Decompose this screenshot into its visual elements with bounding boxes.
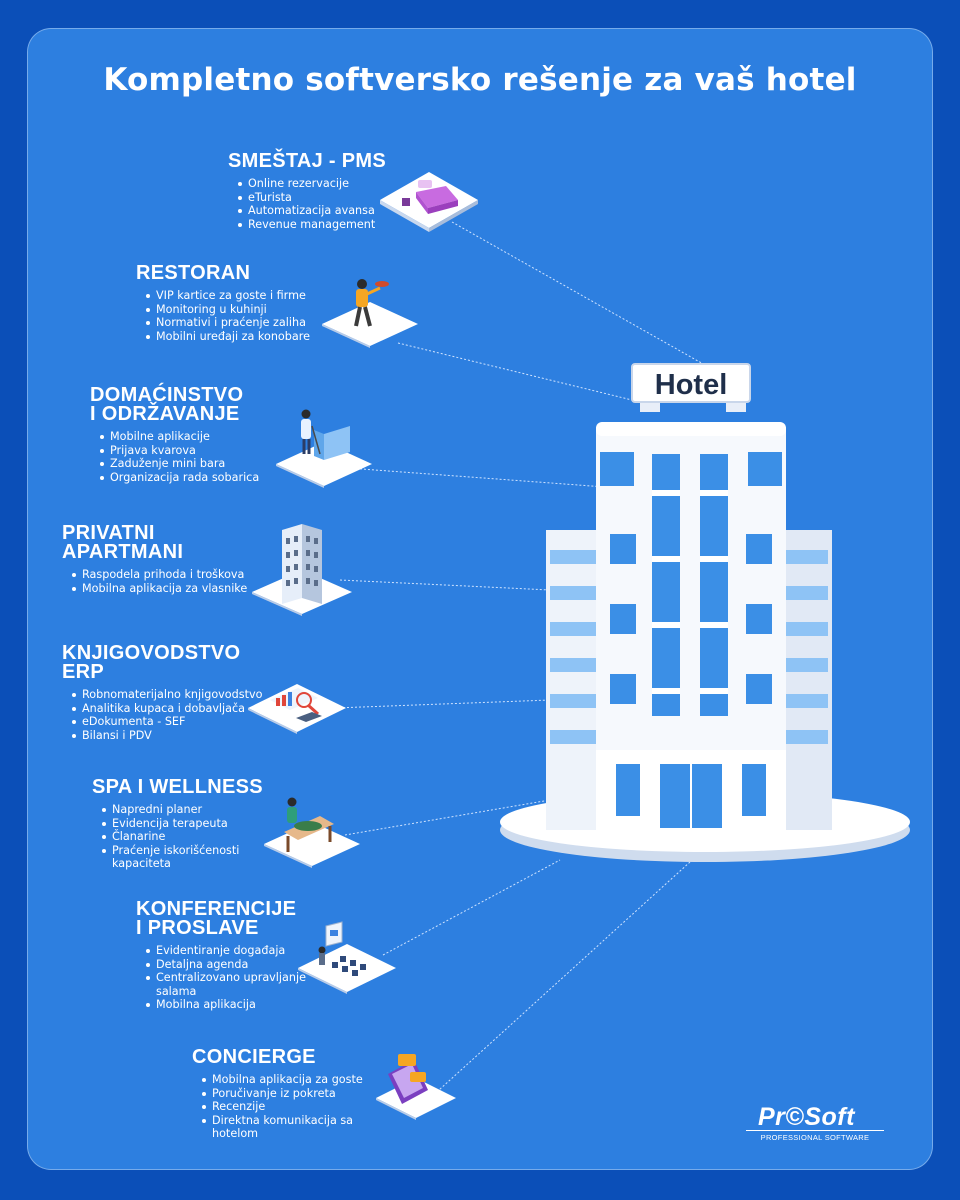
section-spa-wellness: SPA I WELLNESS Napredni planer Evidencij… [92,776,263,871]
apartment-building-icon [252,524,352,616]
housekeeping-icon [276,409,372,488]
section-heading: SPA I WELLNESS [92,776,263,798]
accounting-charts-icon [248,684,346,734]
list-item: Monitoring u kuhinji [144,303,310,317]
list-item: Direktna komunikacija sa hotelom [200,1114,363,1141]
page-title: Kompletno softversko rešenje za vaš hote… [103,62,857,98]
section-heading: PRIVATNI APARTMANI [62,522,184,563]
feature-list: Raspodela prihoda i troškova Mobilna apl… [70,568,247,595]
feature-list: VIP kartice za goste i firme Monitoring … [144,289,310,343]
list-item: Mobilna aplikacija za vlasnike [70,582,247,596]
section-domacinstvo-odrzavanje: DOMAĆINSTVO I ODRŽAVANJE Mobilne aplikac… [90,384,259,484]
list-item: Bilansi i PDV [70,729,262,743]
list-item: Robnomaterijalno knjigovodstvo [70,688,262,702]
section-heading: DOMAĆINSTVO I ODRŽAVANJE [90,384,244,425]
list-item: Automatizacija avansa [236,204,386,218]
list-item: Evidencija terapeuta [100,817,263,831]
feature-list: Evidentiranje događaja Detaljna agenda C… [144,944,306,1012]
list-item: Organizacija rada sobarica [98,471,259,485]
list-item: Recenzije [200,1100,363,1114]
section-heading: RESTORAN [136,262,251,284]
feature-list: Online rezervacije eTurista Automatizaci… [236,177,386,231]
massage-table-icon [264,797,360,868]
list-item: Poručivanje iz pokreta [200,1087,363,1101]
list-item: Praćenje iskorišćenosti kapaciteta [100,844,263,871]
list-item: Centralizovano upravljanje salama [144,971,306,998]
list-item: eTurista [236,191,386,205]
feature-list: Mobilne aplikacije Prijava kvarova Zaduž… [98,430,259,484]
hotel-sign: Hotel [655,369,728,401]
feature-list: Robnomaterijalno knjigovodstvo Analitika… [70,688,262,742]
list-item: Mobilne aplikacije [98,430,259,444]
list-item: Mobilni uređaji za konobare [144,330,310,344]
section-heading: KNJIGOVODSTVO ERP [62,642,241,683]
bed-icon [380,172,478,232]
section-konferencije-proslave: KONFERENCIJE I PROSLAVE Evidentiranje do… [136,898,306,1012]
list-item: Detaljna agenda [144,958,306,972]
list-item: Normativi i praćenje zaliha [144,316,310,330]
list-item: VIP kartice za goste i firme [144,289,310,303]
list-item: Napredni planer [100,803,263,817]
feature-list: Mobilna aplikacija za goste Poručivanje … [200,1073,363,1141]
list-item: Revenue management [236,218,386,232]
section-privatni-apartmani: PRIVATNI APARTMANI Raspodela prihoda i t… [62,522,247,595]
list-item: Raspodela prihoda i troškova [70,568,247,582]
logo-tagline: PROFESSIONAL SOFTWARE [746,1130,884,1142]
section-heading: CONCIERGE [192,1046,316,1068]
logo-brand: Pr©Soft [758,1103,855,1131]
hotel-building-illustration: Hotel [500,363,910,862]
section-heading: KONFERENCIJE I PROSLAVE [136,898,297,939]
list-item: Mobilna aplikacija za goste [200,1073,363,1087]
section-heading: SMEŠTAJ - PMS [228,150,386,172]
list-item: Online rezervacije [236,177,386,191]
prosoft-logo: Pr©Soft PROFESSIONAL SOFTWARE [746,1103,886,1143]
conference-room-icon [298,921,396,994]
section-restoran: RESTORAN VIP kartice za goste i firme Mo… [136,262,310,343]
list-item: Prijava kvarova [98,444,259,458]
list-item: Zaduženje mini bara [98,457,259,471]
list-item: Članarine [100,830,263,844]
section-knjigovodstvo-erp: KNJIGOVODSTVO ERP Robnomaterijalno knjig… [62,642,262,742]
section-smestaj-pms: SMEŠTAJ - PMS Online rezervacije eTurist… [228,150,386,231]
waiter-icon [322,279,418,348]
list-item: eDokumenta - SEF [70,715,262,729]
list-item: Evidentiranje događaja [144,944,306,958]
feature-list: Napredni planer Evidencija terapeuta Čla… [100,803,263,871]
section-concierge: CONCIERGE Mobilna aplikacija za goste Po… [192,1046,363,1141]
mobile-app-icon [376,1054,456,1120]
list-item: Mobilna aplikacija [144,998,306,1012]
list-item: Analitika kupaca i dobavljača [70,702,262,716]
